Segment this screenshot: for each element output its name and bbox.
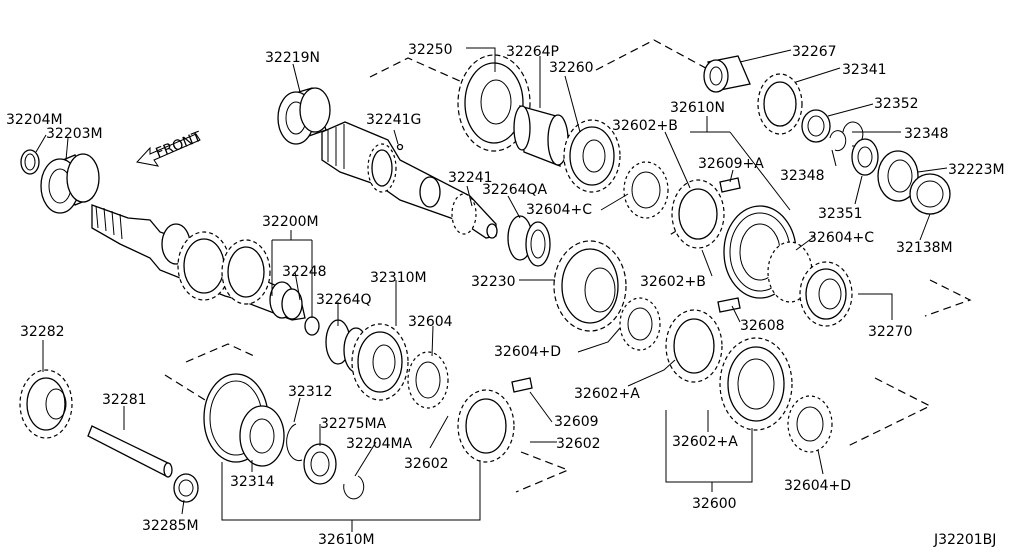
label-32312: 32312: [288, 384, 333, 400]
label-32604C-upper: 32604+C: [526, 202, 592, 218]
label-32351: 32351: [818, 206, 863, 222]
label-32204MA: 32204MA: [346, 436, 413, 452]
snap-ring-32204M: [20, 149, 40, 175]
label-32348-right: 32348: [904, 126, 949, 142]
hub-32602: [457, 389, 515, 463]
sync-ring-32604: [407, 351, 449, 409]
label-32223M: 32223M: [948, 162, 1005, 178]
label-32264QA: 32264QA: [482, 182, 548, 198]
pin-32241G: [396, 143, 404, 151]
sleeve-32610M: [203, 373, 285, 467]
needle-bearing-32264QA: [507, 215, 551, 267]
sync-ring-32604D-lower: [787, 395, 833, 453]
gear-32282: [19, 369, 73, 439]
key-32608: [717, 297, 741, 313]
label-32314: 32314: [230, 474, 275, 490]
label-32608: 32608: [740, 318, 785, 334]
label-32241: 32241: [448, 170, 493, 186]
label-32138M: 32138M: [896, 240, 953, 256]
label-32604C-lower: 32604+C: [808, 230, 874, 246]
ring-32248: [304, 316, 320, 336]
label-32260: 32260: [549, 60, 594, 76]
gear-32250: [457, 54, 531, 152]
label-32285M: 32285M: [142, 518, 199, 534]
label-32604D-mid: 32604+D: [494, 344, 561, 360]
label-32204M: 32204M: [6, 112, 63, 128]
key-32609A: [719, 177, 741, 193]
label-32610M: 32610M: [318, 532, 375, 548]
label-32609A: 32609+A: [698, 156, 764, 172]
leader-lines: [35, 47, 948, 532]
bearing-32203M: [40, 153, 100, 214]
label-32348-left: 32348: [780, 168, 825, 184]
snap-ring-32204MA: [343, 475, 365, 500]
label-32203M: 32203M: [46, 126, 103, 142]
label-32602-mid: 32602: [556, 436, 601, 452]
label-32270: 32270: [868, 324, 913, 340]
label-32610N: 32610N: [670, 100, 725, 116]
counter-shaft-32241: [321, 121, 498, 239]
label-32604: 32604: [408, 314, 453, 330]
label-32602A-lower: 32602+A: [672, 434, 738, 450]
figure-code: J32201BJ: [933, 532, 996, 548]
bearing-race-32267: [703, 55, 751, 93]
sync-ring-32604C-upper: [623, 161, 669, 219]
bearing-32275MA: [303, 443, 337, 485]
main-shaft-32200M: [91, 204, 306, 321]
hub-32602B: [671, 179, 725, 249]
gear-32270: [799, 261, 853, 327]
label-32264P: 32264P: [506, 44, 559, 60]
gear-32230: [553, 240, 627, 332]
label-32248: 32248: [282, 264, 327, 280]
washer-32352: [801, 109, 831, 143]
label-32264Q: 32264Q: [316, 292, 372, 308]
seal-32138M: [909, 173, 951, 215]
shaft-32281: [87, 425, 173, 478]
label-32352: 32352: [874, 96, 919, 112]
label-32604D-lower: 32604+D: [784, 478, 851, 494]
label-32230: 32230: [471, 274, 516, 290]
label-32609: 32609: [554, 414, 599, 430]
label-32281: 32281: [102, 392, 147, 408]
bearing-32351: [851, 138, 879, 176]
label-32310M: 32310M: [370, 270, 427, 286]
snap-ring-32312: [286, 423, 303, 462]
label-32250: 32250: [408, 42, 453, 58]
label-32219N: 32219N: [265, 50, 320, 66]
label-32602A-upper: 32602+A: [574, 386, 640, 402]
label-32275MA: 32275MA: [320, 416, 387, 432]
label-32602B-upper: 32602+B: [612, 118, 678, 134]
bushing-32285M: [173, 473, 199, 503]
gear-32260: [563, 119, 621, 193]
gear-32310M: [351, 323, 409, 401]
key-32609: [511, 377, 533, 393]
sync-ring-32604D-mid: [619, 297, 661, 351]
part-labels: 32250 32264P 32260 32267 32341 32352 323…: [6, 42, 1005, 548]
label-32267: 32267: [792, 44, 837, 60]
label-32200M: 32200M: [262, 214, 319, 230]
front-indicator: FRONT: [136, 129, 205, 167]
label-32341: 32341: [842, 62, 887, 78]
label-32241G: 32241G: [366, 112, 421, 128]
label-32602-low: 32602: [404, 456, 449, 472]
bearing-32223M: [877, 150, 919, 202]
front-label: FRONT: [154, 129, 205, 162]
gear-32341: [757, 73, 803, 135]
label-32600: 32600: [692, 496, 737, 512]
sleeve-32600: [719, 337, 793, 431]
label-32282: 32282: [20, 324, 65, 340]
hub-32602A: [665, 309, 723, 383]
label-32602B-lower: 32602+B: [640, 274, 706, 290]
bearing-sleeve-32264P: [513, 105, 569, 167]
